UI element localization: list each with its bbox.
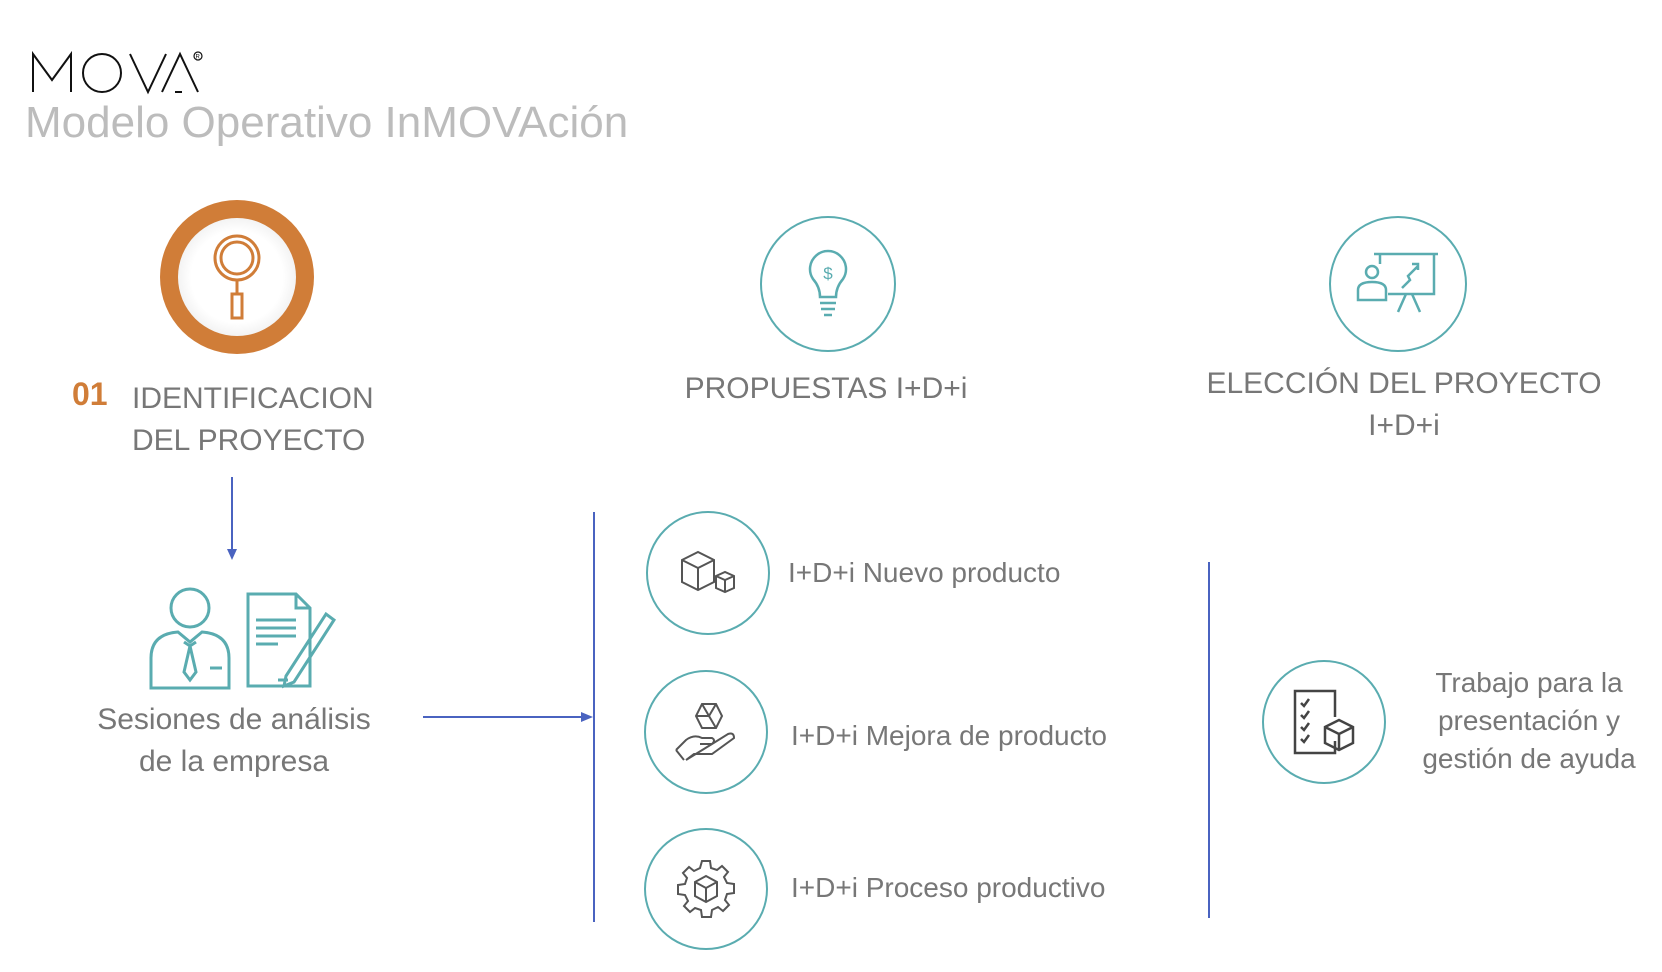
- right-arrow: [423, 712, 593, 722]
- step3-line1: ELECCIÓN DEL PROYECTO: [1206, 367, 1602, 400]
- proposal-product-improvement: I+D+i Mejora de producto: [791, 720, 1107, 751]
- lightbulb-dollar-icon: $: [760, 216, 896, 352]
- result-line1: Trabajo para la: [1435, 667, 1623, 698]
- step1-line1: IDENTIFICACION: [132, 382, 374, 415]
- step2-title: PROPUESTAS I+D+i: [684, 372, 968, 405]
- divider-line-2: [1208, 562, 1210, 918]
- proposal-production-process: I+D+i Proceso productivo: [791, 872, 1106, 903]
- step-number: 01: [72, 376, 108, 412]
- boxes-icon: [646, 511, 770, 635]
- gear-box-icon: [644, 828, 768, 950]
- divider-line: [593, 512, 595, 922]
- step3-line2: I+D+i: [1368, 409, 1440, 442]
- proposal-new-product: I+D+i Nuevo producto: [788, 557, 1061, 588]
- result-label: Trabajo para la presentación y gestión d…: [1422, 664, 1635, 778]
- step3-title: ELECCIÓN DEL PROYECTO I+D+i: [1206, 363, 1601, 447]
- step1-title: IDENTIFICACION DEL PROYECTO: [132, 378, 374, 462]
- down-arrow: [227, 477, 237, 560]
- magnifier-icon: [160, 200, 314, 354]
- result-line3: gestión de ayuda: [1422, 743, 1636, 774]
- presentation-icon: [1329, 216, 1467, 352]
- checklist-box-icon: [1262, 660, 1386, 784]
- hand-box-icon: [644, 670, 768, 794]
- page-title: Modelo Operativo InMOVAción: [25, 98, 629, 147]
- analyst-document-icon: [149, 587, 337, 690]
- svg-text:$: $: [823, 264, 833, 283]
- sessions-line1: Sesiones de análisis: [97, 703, 371, 736]
- result-line2: presentación y: [1437, 705, 1621, 736]
- step1-line2: DEL PROYECTO: [132, 424, 366, 457]
- svg-text:R: R: [196, 55, 201, 61]
- sessions-label: Sesiones de análisis de la empresa: [97, 699, 371, 783]
- sessions-line2: de la empresa: [138, 745, 330, 778]
- mova-logo: R: [30, 50, 205, 101]
